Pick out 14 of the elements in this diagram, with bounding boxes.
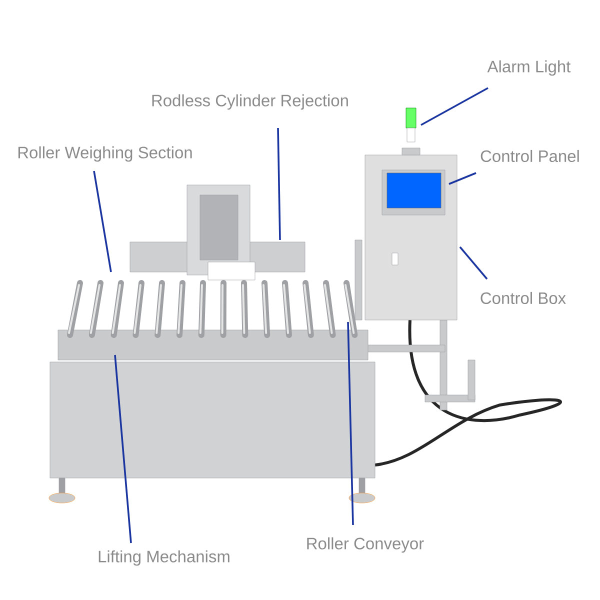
leader-line <box>114 354 132 544</box>
leader-line <box>420 87 488 126</box>
leader-line <box>277 128 281 240</box>
callout-label: Control Box <box>480 292 566 304</box>
leader-line <box>459 246 488 280</box>
callout-label: Lifting Mechanism <box>98 550 230 566</box>
leader-line <box>93 170 112 272</box>
leader-line <box>347 322 354 526</box>
callout-label: Rodless Cylinder Rejection <box>152 94 348 110</box>
callout-label: Roller Conveyor <box>307 537 424 553</box>
callout-label: Alarm Light <box>487 60 571 76</box>
leader-line <box>448 172 476 185</box>
callout-label: Roller Weighing Section <box>18 146 192 162</box>
callout-label: Control Panel <box>480 150 579 162</box>
